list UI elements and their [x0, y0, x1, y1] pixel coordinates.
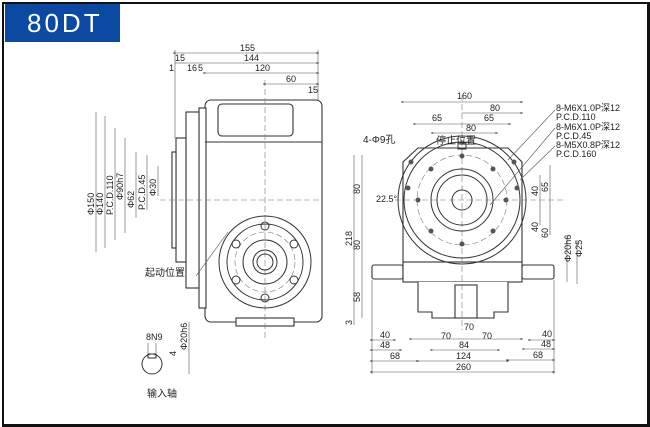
side-left-dimensions: Φ150 Φ140 P.C.D.110 Φ90h7 Φ62 P.C.D.45 Φ…	[86, 112, 159, 252]
dim-144: 144	[244, 53, 259, 63]
pcd-note-3: P.C.D.160	[556, 149, 596, 159]
front-dim-58: 58	[352, 292, 362, 302]
front-dim-65a: 65	[432, 113, 442, 123]
front-dim-65b: 65	[484, 113, 494, 123]
front-dim-dia25: Φ25	[574, 240, 584, 257]
dim-dia62: Φ62	[126, 191, 136, 208]
front-dim-80-upper: 80	[352, 184, 362, 194]
dim-68-left: 68	[390, 351, 400, 361]
front-dim-40-lower: 40	[530, 222, 540, 232]
front-dim-65: 65	[540, 182, 550, 192]
dim-70-left: 70	[441, 331, 451, 341]
front-dim-3: 3	[344, 320, 354, 325]
thread-notes: 8-M6X1.0P深12 P.C.D.110 8-M6X1.0P深12 P.C.…	[489, 103, 620, 206]
dim-40-right: 40	[542, 329, 552, 339]
pcd-note-2: P.C.D.45	[556, 131, 591, 141]
model-title: 80DT	[5, 4, 120, 42]
dim-15: 15	[175, 53, 185, 63]
angle-label: 22.5°	[376, 194, 398, 204]
start-position-label: 起动位置	[145, 266, 185, 279]
dim-120: 120	[255, 63, 270, 73]
input-shaft-section: 8N9 4 Φ20h6 输入轴	[141, 322, 190, 400]
dim-40-left: 40	[380, 330, 390, 340]
side-view: 155 15 144 1 16 5 120 60 15 Φ150 Φ	[86, 43, 323, 340]
stop-position-label: 停止位置	[436, 134, 476, 147]
dim-260: 260	[456, 362, 471, 372]
pcd-note-1: P.C.D.110	[556, 112, 596, 122]
hole-label: 4-Φ9孔	[363, 134, 395, 146]
thread-note-1: 8-M6X1.0P深12	[556, 103, 620, 113]
dim-dia150: Φ150	[86, 193, 96, 215]
dim-70-center: 70	[464, 322, 474, 332]
dim-pcd45: P.C.D.45	[137, 175, 147, 210]
dim-155: 155	[240, 43, 255, 53]
dim-5: 5	[198, 63, 203, 73]
dim-dia90h7: Φ90h7	[115, 173, 125, 200]
dim-124: 124	[456, 351, 471, 361]
front-dim-40-upper: 40	[530, 186, 540, 196]
front-view: 160 80 65 65 80 4-Φ9孔 停止位置 22.5° 8-M6X1.…	[344, 91, 620, 374]
input-flange	[218, 215, 312, 309]
dim-15b: 15	[308, 85, 318, 95]
input-shaft-label: 输入轴	[147, 387, 177, 400]
side-top-dimensions: 155 15 144 1 16 5 120 60 15	[169, 43, 320, 138]
thread-note-3: 8-M5X0.8P深12	[556, 140, 620, 150]
dim-1: 1	[169, 63, 174, 73]
dim-68-right: 68	[533, 350, 543, 360]
dim-48-left: 48	[380, 340, 390, 350]
thread-note-2: 8-M6X1.0P深12	[556, 122, 620, 132]
shaft-diameter: Φ20h6	[179, 323, 189, 350]
dim-pcd110: P.C.D.110	[105, 175, 115, 215]
dim-dia30: Φ30	[148, 179, 158, 196]
front-dim-218: 218	[344, 231, 354, 246]
key-depth: 4	[168, 351, 178, 356]
front-dim-dia20h6: Φ20h6	[563, 235, 573, 262]
front-dim-60: 60	[540, 228, 550, 238]
dim-70-right: 70	[482, 331, 492, 341]
dim-60: 60	[286, 74, 296, 84]
front-dim-160: 160	[457, 91, 472, 101]
key-width: 8N9	[146, 332, 163, 342]
front-dim-80a: 80	[490, 103, 500, 113]
dim-16: 16	[187, 63, 197, 73]
dim-48-right: 48	[541, 339, 551, 349]
front-bottom-dimensions: 70 70 70 40 48 68 84 124 40 48 68 260	[370, 280, 556, 374]
front-dim-80b: 80	[466, 123, 476, 133]
front-dim-80-lower: 80	[352, 240, 362, 250]
dim-dia140: Φ140	[95, 193, 105, 215]
dim-84: 84	[459, 340, 469, 350]
